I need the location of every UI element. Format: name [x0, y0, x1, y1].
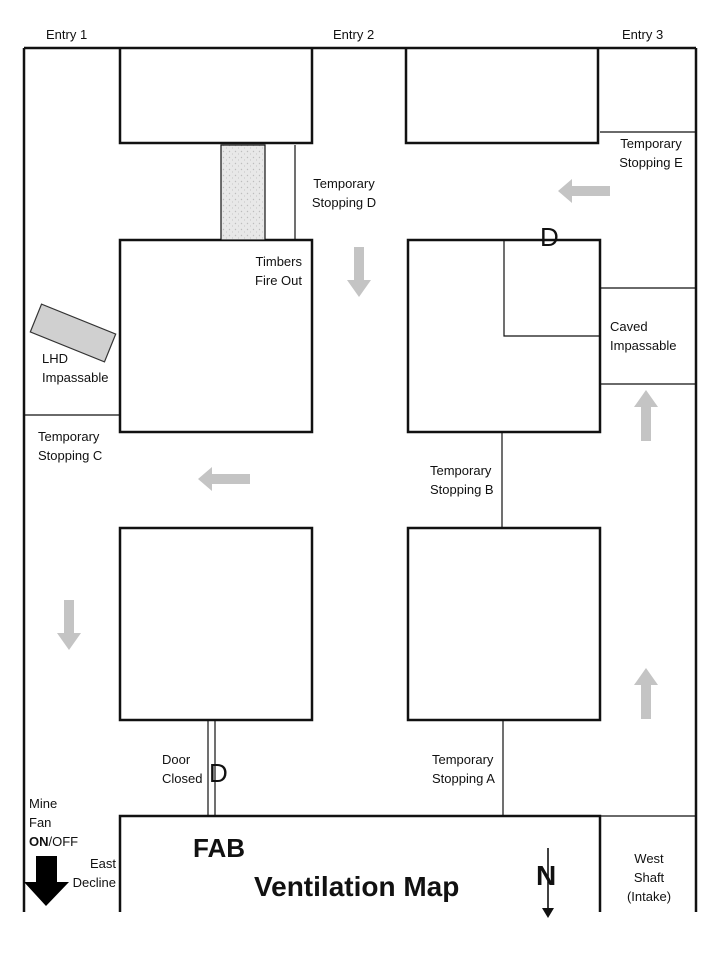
pillar-mid-left — [118, 238, 314, 434]
door-symbol-lower: D — [209, 758, 228, 788]
mine-fan-arrow-shaft — [36, 856, 57, 884]
mine-fan-label: Mine Fan ON/OFF — [29, 796, 79, 849]
entry-2-label: Entry 2 — [333, 27, 375, 42]
ventilation-map-title: Ventilation Map — [254, 871, 460, 902]
entry-3-label: Entry 3 — [622, 27, 664, 42]
airflow-arrow-left-mid — [198, 467, 250, 491]
fan-on-state: ON — [29, 834, 49, 849]
airflow-arrow-down-d — [347, 247, 371, 297]
pillar-low-left — [118, 526, 314, 722]
pillar-top-right — [404, 48, 600, 145]
timbers-fire-out — [220, 144, 266, 241]
mine-fan-arrow-icon — [24, 882, 69, 906]
pillar-top-left — [118, 48, 314, 145]
airflow-arrows — [57, 179, 658, 719]
airflow-arrow-up-right-mid — [634, 390, 658, 441]
fab-title: FAB — [193, 833, 245, 863]
pillar-low-right — [406, 526, 602, 722]
airflow-arrow-up-right-low — [634, 668, 658, 719]
door-symbol-upper: D — [540, 222, 559, 252]
airflow-arrow-down-left — [57, 600, 81, 650]
caved-outline — [503, 240, 600, 337]
lhd-vehicle-icon — [29, 303, 117, 363]
airflow-arrow-left-e — [558, 179, 610, 203]
north-arrow-head-icon — [542, 908, 554, 918]
entry-1-label: Entry 1 — [46, 27, 88, 42]
north-indicator: N — [536, 860, 557, 891]
pillar-bottom-main — [118, 814, 602, 912]
